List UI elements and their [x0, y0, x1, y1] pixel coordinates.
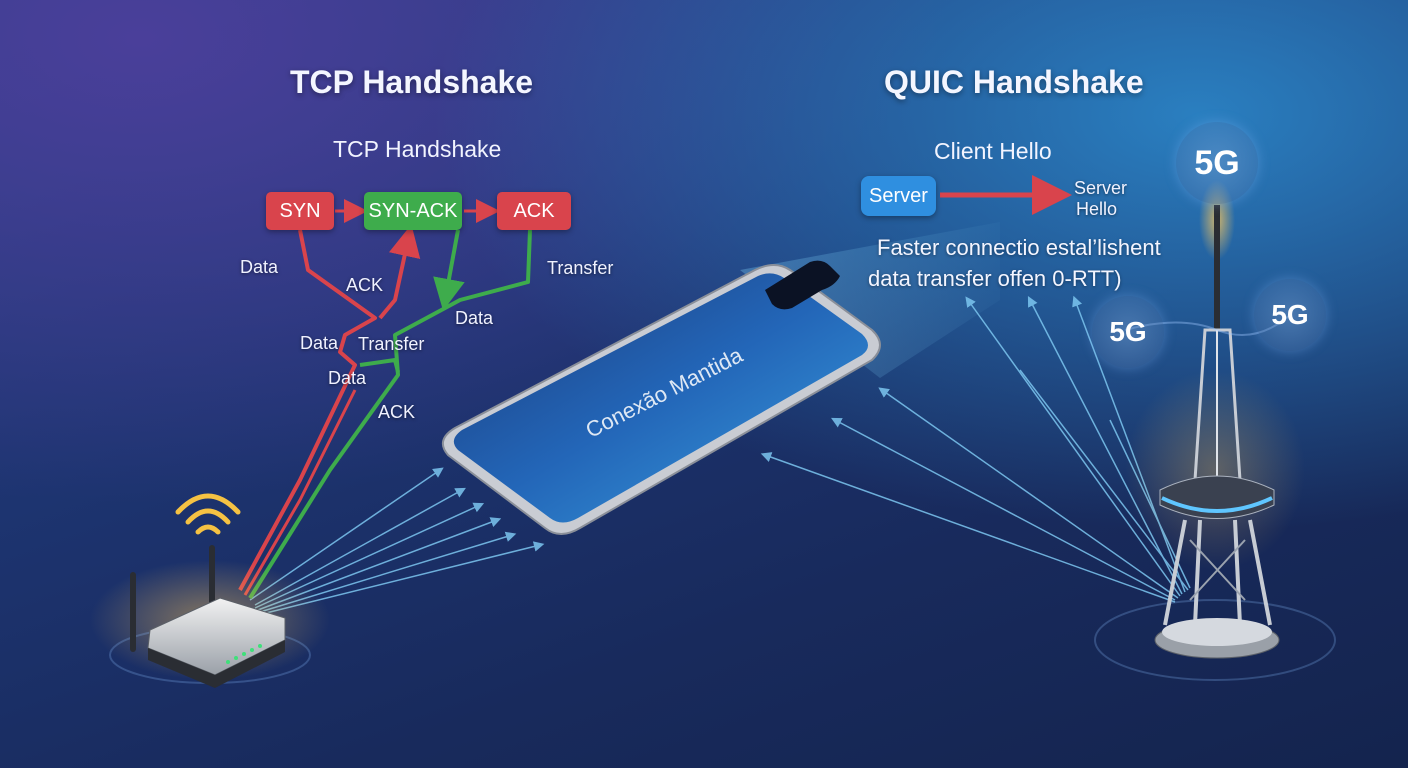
- label-ack-1: ACK: [346, 275, 384, 295]
- label-data-4: Data: [328, 368, 367, 388]
- label-transfer-1: Transfer: [547, 258, 614, 278]
- syn-step: SYN: [266, 192, 334, 230]
- server-hello-line2: Hello: [1076, 199, 1118, 219]
- 5g-badge-left: 5G: [1092, 296, 1164, 368]
- cell-tower-icon: [1094, 180, 1336, 681]
- quic-title: QUIC Handshake: [884, 64, 1144, 100]
- phone-beam: [740, 222, 1000, 378]
- syn-ack-step: SYN-ACK: [364, 192, 462, 230]
- 5g-badge-top: 5G: [1176, 122, 1258, 204]
- 5g-badge-right: 5G: [1254, 279, 1326, 351]
- smartphone-icon: [441, 260, 881, 535]
- label-transfer-2: Transfer: [358, 334, 425, 354]
- client-hello-label: Client Hello: [934, 138, 1052, 164]
- label-data-1: Data: [240, 257, 279, 277]
- ack-step: ACK: [497, 192, 571, 230]
- quic-description-line1: Faster connectio estal’lishent: [877, 235, 1161, 260]
- tcp-title: TCP Handshake: [290, 64, 534, 100]
- tcp-green-flow: [248, 229, 532, 600]
- tcp-red-flow: [238, 224, 421, 596]
- tcp-subtitle: TCP Handshake: [333, 136, 502, 162]
- label-data-2: Data: [455, 308, 494, 328]
- server-box: Server: [861, 176, 936, 216]
- label-data-3: Data: [300, 333, 339, 353]
- wifi-icon: [175, 493, 241, 535]
- label-ack-2: ACK: [378, 402, 416, 422]
- router-icon: [90, 545, 330, 688]
- quic-description-line2: data transfer offen 0-RTT): [868, 266, 1122, 291]
- server-hello-line1: Server: [1074, 178, 1128, 198]
